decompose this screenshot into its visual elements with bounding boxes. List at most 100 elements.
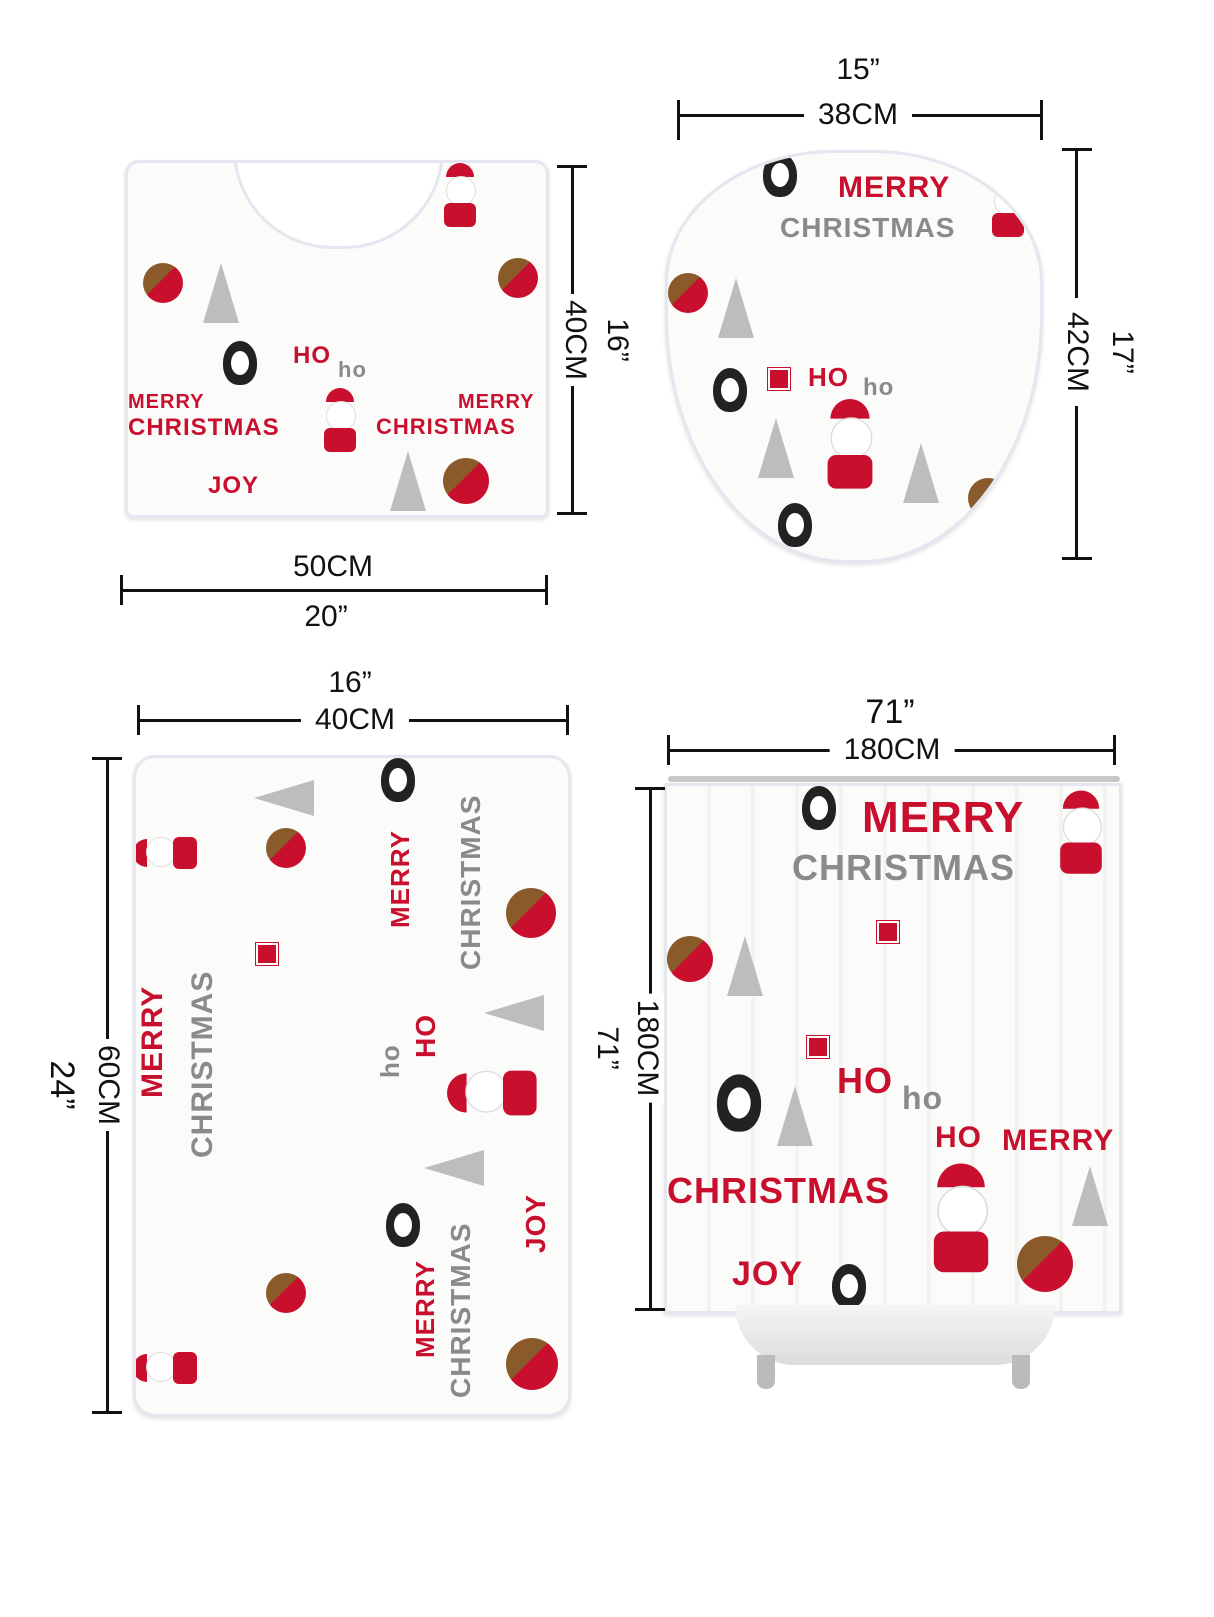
lid-width-cm: 38CM: [803, 98, 913, 132]
penguin-figure: [716, 1074, 762, 1132]
pattern-christmas: CHRISTMAS: [445, 1222, 476, 1398]
santa-figure: [438, 163, 482, 233]
pattern-joy: JOY: [520, 1193, 551, 1253]
contour-height-cm: 40CM: [558, 293, 592, 387]
dimension-tick: [1040, 100, 1043, 140]
pattern-merry: MERRY: [862, 793, 1025, 842]
tree-figure: [424, 1150, 484, 1186]
tree-figure: [390, 451, 426, 511]
contour-width-line: [120, 589, 548, 592]
santa-figure: [136, 1346, 203, 1390]
dimension-tick: [566, 705, 569, 735]
penguin-figure: [802, 786, 836, 830]
bathtub-foot: [757, 1355, 775, 1389]
bath-mat-width-in: 16”: [322, 666, 378, 700]
penguin-figure: [381, 758, 415, 802]
gift-figure: [767, 367, 791, 391]
pattern-christmas: CHRISTMAS: [186, 970, 219, 1158]
tree-figure: [203, 263, 239, 323]
pattern-ho: HO: [935, 1121, 982, 1154]
pattern-joy: JOY: [208, 472, 260, 499]
penguin-figure: [832, 1264, 866, 1308]
dimension-tick: [677, 100, 680, 140]
dimension-tick: [635, 1308, 665, 1311]
gift-figure: [255, 942, 279, 966]
santa-figure: [447, 1062, 545, 1124]
bath-mat-width-cm: 40CM: [300, 703, 410, 737]
lid-height-in: 17”: [1105, 324, 1139, 380]
pattern-merry: MERRY: [1002, 1124, 1115, 1157]
penguin-figure: [223, 341, 257, 385]
pattern-christmas: CHRISTMAS: [792, 847, 1015, 888]
gift-figure: [876, 920, 900, 944]
pattern-ho: HO: [837, 1060, 893, 1101]
tree-figure: [758, 418, 794, 478]
robin-figure: [667, 936, 713, 982]
contour-width-cm: 50CM: [292, 550, 374, 583]
curtain-rod: [668, 776, 1120, 782]
pattern-joy: JOY: [732, 1255, 804, 1293]
curtain-width-in: 71”: [859, 695, 921, 729]
tree-figure: [484, 995, 544, 1031]
santa-figure: [819, 399, 881, 497]
pattern-merry: MERRY: [410, 1260, 440, 1358]
santa-figure: [986, 173, 1030, 243]
curtain-height-in: 71”: [591, 1026, 624, 1070]
tree-figure: [254, 780, 314, 816]
gift-figure: [806, 1035, 830, 1059]
shower-curtain: MERRY CHRISTMAS HO ho HO CHRISTMAS MERRY…: [664, 783, 1122, 1314]
bathtub-foot: [1012, 1355, 1030, 1389]
bath-mat-height-cm: 60CM: [91, 1038, 125, 1132]
pattern-ho-small: ho: [338, 357, 367, 382]
santa-figure: [318, 388, 362, 458]
robin-figure: [498, 258, 538, 298]
pattern-ho: HO: [410, 1014, 441, 1058]
contour-height-in: 16”: [600, 312, 634, 368]
bath-mat-height-in: 24”: [43, 1054, 81, 1116]
santa-figure: [924, 1163, 999, 1283]
dimension-tick: [557, 165, 587, 168]
pattern-merry: MERRY: [458, 391, 535, 413]
pattern-merry: MERRY: [838, 171, 951, 204]
pattern-ho-small: ho: [375, 1044, 405, 1078]
dimension-tick: [1062, 557, 1092, 560]
dimension-tick: [557, 512, 587, 515]
pattern-ho-small: ho: [863, 374, 895, 401]
tree-figure: [903, 443, 939, 503]
tree-figure: [777, 1086, 813, 1146]
robin-figure: [143, 263, 183, 303]
dimension-tick: [667, 735, 670, 765]
contour-width-in: 20”: [298, 600, 354, 634]
dimension-tick: [92, 757, 122, 760]
tree-figure: [1072, 1166, 1108, 1226]
penguin-figure: [763, 153, 797, 197]
dimension-tick: [545, 575, 548, 605]
penguin-figure: [778, 503, 812, 547]
robin-figure: [506, 1338, 558, 1390]
dimension-tick: [137, 705, 140, 735]
pattern-christmas: CHRISTMAS: [780, 212, 956, 243]
pattern-merry: MERRY: [128, 391, 205, 413]
santa-figure: [1052, 790, 1109, 882]
curtain-height-cm: 180CM: [630, 993, 664, 1103]
bath-mat: MERRY CHRISTMAS MERRY CHRISTMAS HO ho JO…: [133, 755, 571, 1417]
robin-figure: [968, 478, 1008, 518]
pattern-merry: MERRY: [136, 985, 169, 1098]
robin-figure: [668, 273, 708, 313]
robin-figure: [443, 458, 489, 504]
dimension-tick: [635, 787, 665, 790]
santa-figure: [136, 831, 203, 875]
pattern-ho-small: ho: [902, 1080, 944, 1116]
bathtub: [735, 1305, 1055, 1365]
lid-height-cm: 42CM: [1060, 297, 1094, 407]
pattern-merry: MERRY: [385, 830, 415, 928]
tree-figure: [727, 936, 763, 996]
pattern-christmas: CHRISTMAS: [667, 1170, 890, 1211]
pattern-ho: HO: [293, 342, 331, 369]
pattern-christmas: CHRISTMAS: [455, 794, 486, 970]
dimension-tick: [92, 1411, 122, 1414]
penguin-figure: [713, 368, 747, 412]
robin-figure: [266, 828, 306, 868]
robin-figure: [506, 888, 556, 938]
